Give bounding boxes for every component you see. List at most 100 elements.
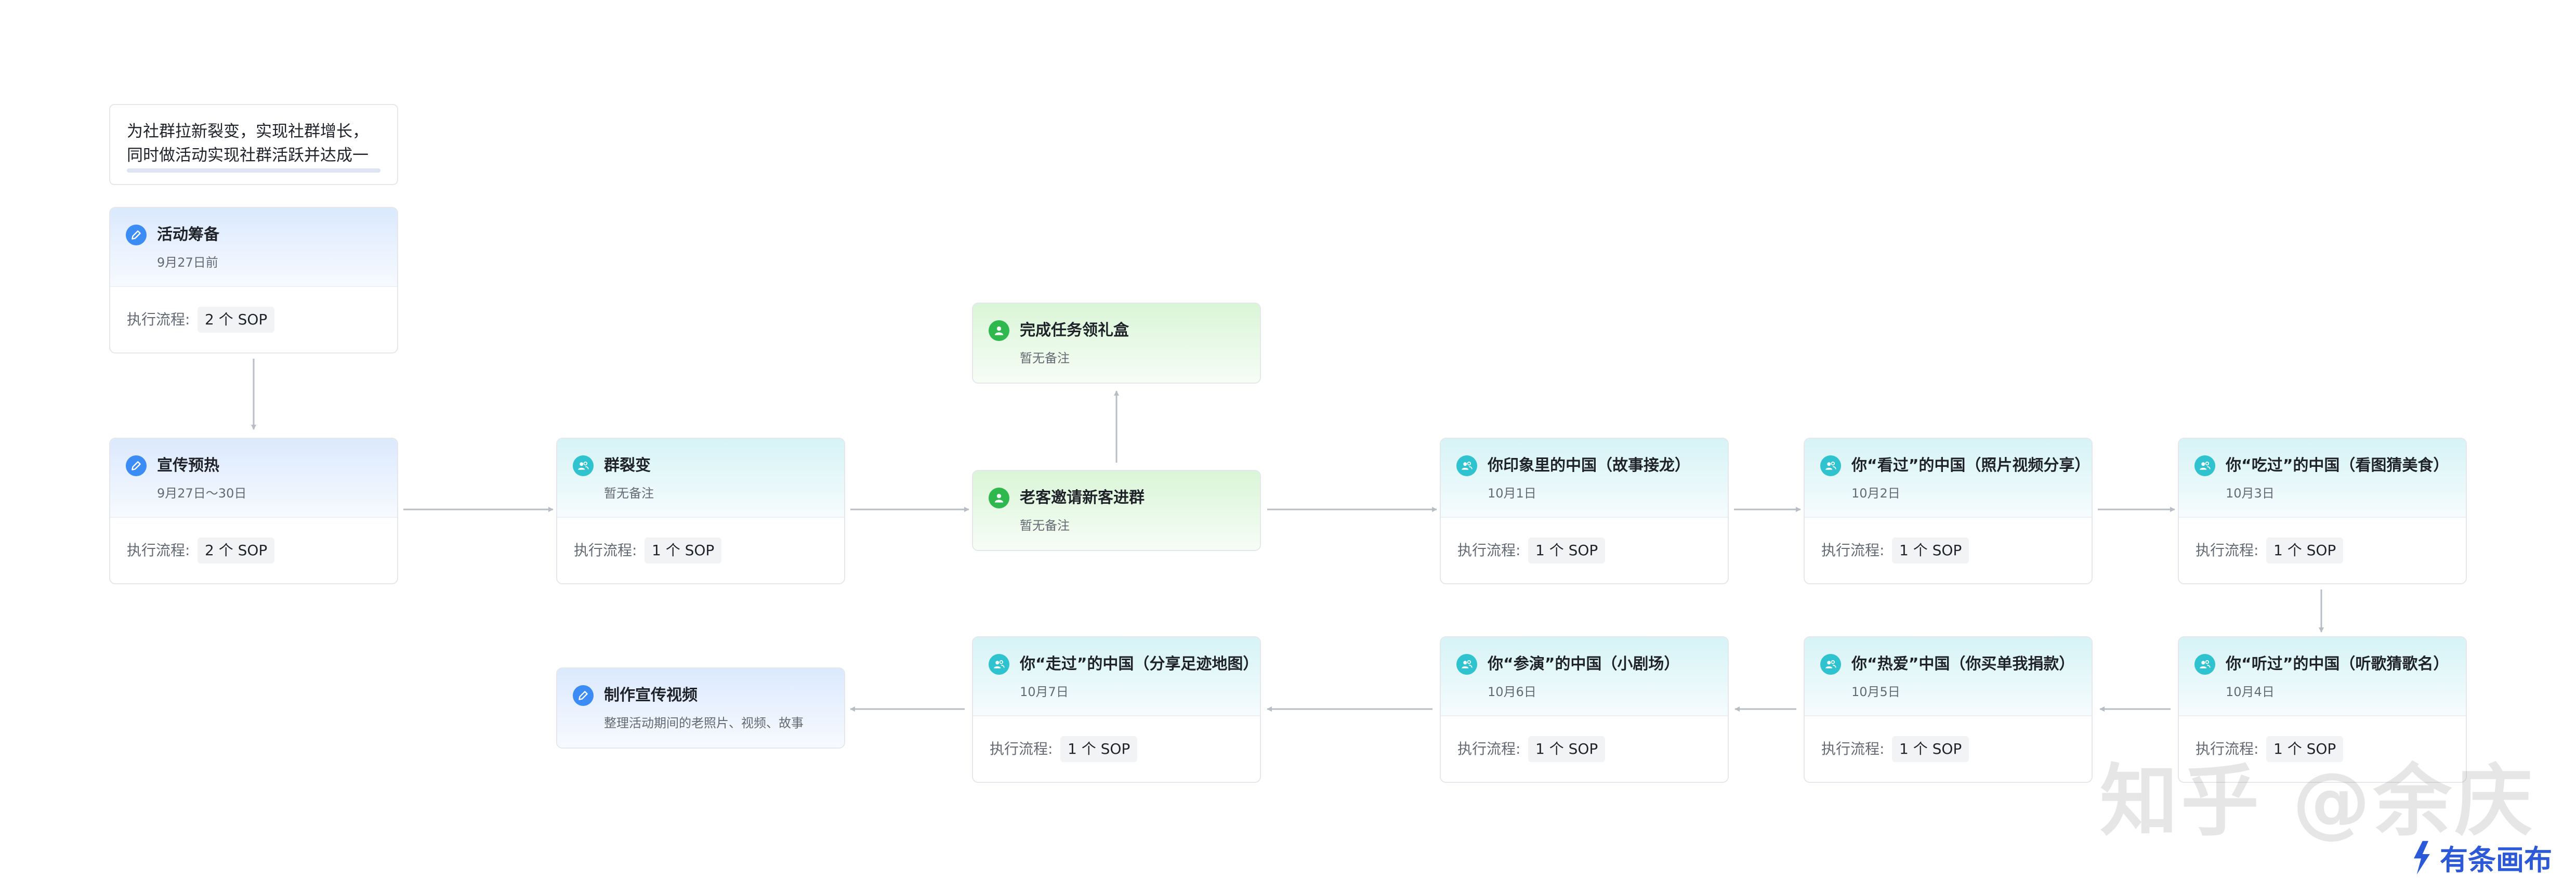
group-icon [1820, 455, 1841, 476]
group-icon [573, 455, 594, 476]
node-day2-photo-share[interactable]: 你“看过”的中国（照片视频分享） 10月2日 执行流程: 1 个 SOP [1804, 438, 2093, 584]
node-title: 你“走过”的中国（分享足迹地图） [1020, 655, 1250, 673]
node-title: 你印象里的中国（故事接龙） [1488, 456, 1690, 475]
exec-label: 执行流程: [1821, 542, 1885, 559]
node-subtitle: 10月1日 [1488, 486, 1536, 501]
node-day6-theater[interactable]: 你“参演”的中国（小剧场） 10月6日 执行流程: 1 个 SOP [1440, 636, 1729, 783]
node-subtitle: 暂无备注 [1020, 351, 1070, 365]
node-title: 群裂变 [604, 456, 651, 475]
goal-note[interactable]: 为社群拉新裂变，实现社群增长， 同时做活动实现社群活跃并达成一 [109, 104, 398, 185]
node-subtitle: 10月7日 [1020, 685, 1069, 699]
node-group-fission[interactable]: 群裂变 暂无备注 执行流程: 1 个 SOP [556, 438, 845, 584]
group-icon [2194, 654, 2215, 675]
exec-label: 执行流程: [2196, 740, 2259, 757]
exec-label: 执行流程: [1457, 542, 1521, 559]
note-underline [127, 168, 380, 173]
node-exec-row: 执行流程: 1 个 SOP [2179, 715, 2466, 782]
node-title: 完成任务领礼盒 [1020, 321, 1129, 339]
node-exec-row: 执行流程: 1 个 SOP [557, 517, 844, 583]
node-header: 老客邀请新客进群 暂无备注 [973, 471, 1260, 550]
node-title: 活动筹备 [157, 226, 219, 244]
node-make-promo-video[interactable]: 制作宣传视频 整理活动期间的老照片、视频、故事 [556, 667, 845, 749]
node-subtitle: 10月6日 [1488, 685, 1536, 699]
node-invite-new[interactable]: 老客邀请新客进群 暂无备注 [972, 470, 1261, 551]
node-exec-row: 执行流程: 1 个 SOP [1441, 517, 1728, 583]
node-subtitle: 暂无备注 [604, 486, 654, 501]
exec-label: 执行流程: [1457, 740, 1521, 757]
node-header: 群裂变 暂无备注 [557, 439, 844, 517]
node-title: 宣传预热 [157, 456, 219, 475]
exec-label: 执行流程: [127, 542, 190, 559]
node-header: 完成任务领礼盒 暂无备注 [973, 304, 1260, 383]
sop-count-chip[interactable]: 2 个 SOP [198, 538, 275, 564]
sop-count-chip[interactable]: 1 个 SOP [1892, 538, 1969, 564]
node-subtitle: 整理活动期间的老照片、视频、故事 [604, 716, 804, 730]
exec-label: 执行流程: [127, 311, 190, 328]
node-exec-row: 执行流程: 1 个 SOP [1805, 715, 2092, 782]
sop-count-chip[interactable]: 1 个 SOP [1528, 538, 1606, 564]
node-header: 你印象里的中国（故事接龙） 10月1日 [1441, 439, 1728, 517]
pencil-icon [126, 455, 147, 476]
sop-count-chip[interactable]: 1 个 SOP [2266, 538, 2344, 564]
goal-note-line-1: 为社群拉新裂变，实现社群增长， [127, 122, 369, 141]
pencil-icon [126, 225, 147, 245]
pencil-icon [573, 685, 594, 706]
node-header: 制作宣传视频 整理活动期间的老照片、视频、故事 [557, 669, 844, 748]
node-header: 你“走过”的中国（分享足迹地图） 10月7日 [973, 637, 1260, 715]
node-title: 制作宣传视频 [604, 686, 698, 704]
goal-note-line-2: 同时做活动实现社群活跃并达成一 [127, 146, 369, 165]
group-icon [1456, 654, 1477, 675]
group-icon [989, 654, 1009, 675]
brand-logo: 有条画布 [2407, 837, 2552, 878]
node-header: 宣传预热 9月27日～30日 [110, 439, 397, 517]
group-icon [1820, 654, 1841, 675]
sop-count-chip[interactable]: 2 个 SOP [198, 307, 275, 333]
node-exec-row: 执行流程: 1 个 SOP [1805, 517, 2092, 583]
brand-mark-icon [2414, 841, 2430, 874]
node-promo-warmup[interactable]: 宣传预热 9月27日～30日 执行流程: 2 个 SOP [109, 438, 398, 584]
node-title: 你“参演”的中国（小剧场） [1488, 655, 1680, 673]
zhihu-watermark: 知乎 @余庆 [2100, 756, 2536, 847]
node-subtitle: 9月27日～30日 [157, 486, 247, 501]
node-title: 你“吃过”的中国（看图猜美食） [2226, 456, 2449, 475]
sop-count-chip[interactable]: 1 个 SOP [2266, 736, 2344, 762]
node-header: 你“热爱”中国（你买单我捐款） 10月5日 [1805, 637, 2092, 715]
node-title: 你“看过”的中国（照片视频分享） [1851, 456, 2081, 475]
sop-count-chip[interactable]: 1 个 SOP [1060, 736, 1138, 762]
node-activity-prep[interactable]: 活动筹备 9月27日前 执行流程: 2 个 SOP [109, 207, 398, 353]
user-icon [989, 320, 1009, 341]
sop-count-chip[interactable]: 1 个 SOP [645, 538, 722, 564]
node-day3-food-guess[interactable]: 你“吃过”的中国（看图猜美食） 10月3日 执行流程: 1 个 SOP [2178, 438, 2467, 584]
node-title: 你“听过”的中国（听歌猜歌名） [2226, 655, 2449, 673]
node-header: 活动筹备 9月27日前 [110, 208, 397, 286]
node-header: 你“参演”的中国（小剧场） 10月6日 [1441, 637, 1728, 715]
node-header: 你“看过”的中国（照片视频分享） 10月2日 [1805, 439, 2092, 517]
group-icon [2194, 455, 2215, 476]
exec-label: 执行流程: [2196, 542, 2259, 559]
node-header: 你“吃过”的中国（看图猜美食） 10月3日 [2179, 439, 2466, 517]
user-icon [989, 488, 1009, 508]
node-subtitle: 暂无备注 [1020, 518, 1070, 533]
node-day7-footprint-map[interactable]: 你“走过”的中国（分享足迹地图） 10月7日 执行流程: 1 个 SOP [972, 636, 1261, 783]
node-subtitle: 10月3日 [2226, 486, 2275, 501]
node-subtitle: 10月4日 [2226, 685, 2275, 699]
node-subtitle: 9月27日前 [157, 255, 218, 270]
sop-count-chip[interactable]: 1 个 SOP [1892, 736, 1969, 762]
node-gift-box[interactable]: 完成任务领礼盒 暂无备注 [972, 303, 1261, 384]
node-title: 老客邀请新客进群 [1020, 489, 1145, 507]
node-day1-story-relay[interactable]: 你印象里的中国（故事接龙） 10月1日 执行流程: 1 个 SOP [1440, 438, 1729, 584]
node-header: 你“听过”的中国（听歌猜歌名） 10月4日 [2179, 637, 2466, 715]
node-subtitle: 10月5日 [1851, 685, 1900, 699]
node-day4-song-guess[interactable]: 你“听过”的中国（听歌猜歌名） 10月4日 执行流程: 1 个 SOP [2178, 636, 2467, 783]
node-exec-row: 执行流程: 1 个 SOP [1441, 715, 1728, 782]
node-exec-row: 执行流程: 2 个 SOP [110, 286, 397, 352]
exec-label: 执行流程: [990, 740, 1053, 757]
node-day5-donate[interactable]: 你“热爱”中国（你买单我捐款） 10月5日 执行流程: 1 个 SOP [1804, 636, 2093, 783]
exec-label: 执行流程: [574, 542, 637, 559]
node-title: 你“热爱”中国（你买单我捐款） [1851, 655, 2075, 673]
node-exec-row: 执行流程: 2 个 SOP [110, 517, 397, 583]
node-exec-row: 执行流程: 1 个 SOP [973, 715, 1260, 782]
sop-count-chip[interactable]: 1 个 SOP [1528, 736, 1606, 762]
group-icon [1456, 455, 1477, 476]
